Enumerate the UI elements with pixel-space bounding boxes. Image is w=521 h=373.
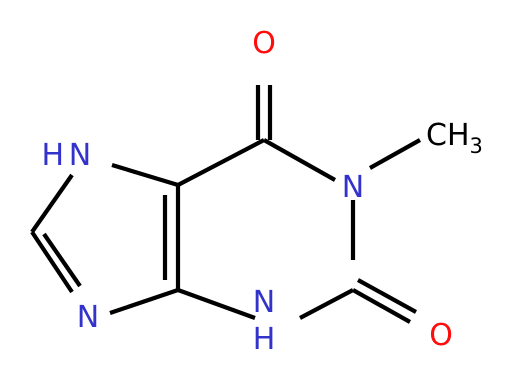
- atom-nh-left-n: N: [69, 138, 91, 173]
- methyl-label: CH: [426, 118, 470, 153]
- atom-o-top: O: [252, 26, 276, 61]
- bond-c5-n7: [111, 162, 179, 188]
- atom-o-bottom: O: [429, 318, 453, 353]
- bond-c2-o-bottom-b: [356, 278, 418, 314]
- bond-n9-c4: [109, 288, 179, 315]
- atom-n-methyl: N: [342, 170, 364, 205]
- bond-n7-c8: [30, 173, 74, 234]
- atom-nh-bottom-h: H: [253, 322, 276, 357]
- bond-n1-methyl: [368, 138, 422, 170]
- atom-n-imidazole: N: [77, 300, 99, 335]
- bond-c2-n3: [299, 288, 354, 320]
- bond-n3-c4: [177, 288, 256, 320]
- bond-c8-n9-a: [30, 230, 74, 294]
- atom-methyl: CH3: [426, 118, 483, 158]
- atom-nh-bottom-n: N: [253, 285, 275, 320]
- bond-c6-n1: [262, 138, 337, 182]
- atom-labels: O H N N CH3 N N H O: [41, 26, 482, 357]
- methyl-subscript: 3: [470, 134, 483, 158]
- atom-nh-left-h: H: [41, 138, 64, 173]
- bond-c5-c6: [177, 138, 265, 187]
- bond-c8-n9-b: [42, 232, 82, 288]
- bond-c2-o-bottom-a: [351, 288, 412, 324]
- bonds: [30, 85, 422, 324]
